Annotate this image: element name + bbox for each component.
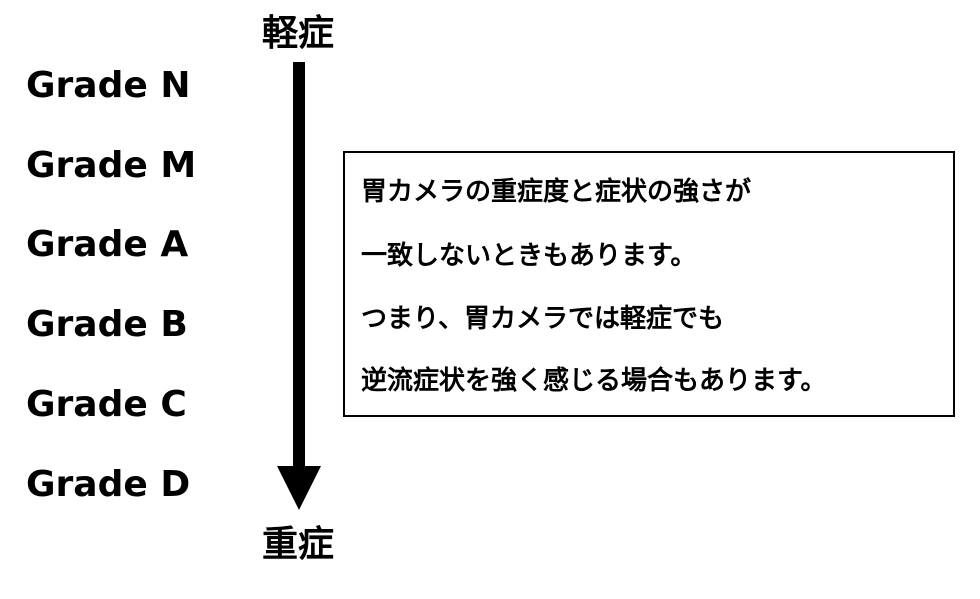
severity-arrow-head (277, 466, 321, 510)
note-line-1: 胃カメラの重症度と症状の強さが (361, 177, 752, 207)
note-line-2: 一致しないときもあります。 (361, 241, 697, 271)
note-line-3: つまり、胃カメラでは軽症でも (361, 304, 724, 334)
severity-arrow (277, 62, 321, 510)
grade-label-b: Grade B (26, 304, 188, 345)
grade-label-c: Grade C (26, 384, 187, 425)
severe-label: 重症 (261, 524, 334, 565)
grade-label-a: Grade A (26, 224, 189, 265)
mild-label: 軽症 (261, 13, 334, 54)
grade-label-m: Grade M (26, 145, 197, 186)
severity-arrow-shaft (293, 62, 305, 476)
grade-label-n: Grade N (26, 65, 191, 106)
note-box: 胃カメラの重症度と症状の強さが 一致しないときもあります。 つまり、胃カメラでは… (343, 151, 955, 417)
grade-label-d: Grade D (26, 464, 191, 505)
note-line-4: 逆流症状を強く感じる場合もあります。 (361, 366, 827, 396)
